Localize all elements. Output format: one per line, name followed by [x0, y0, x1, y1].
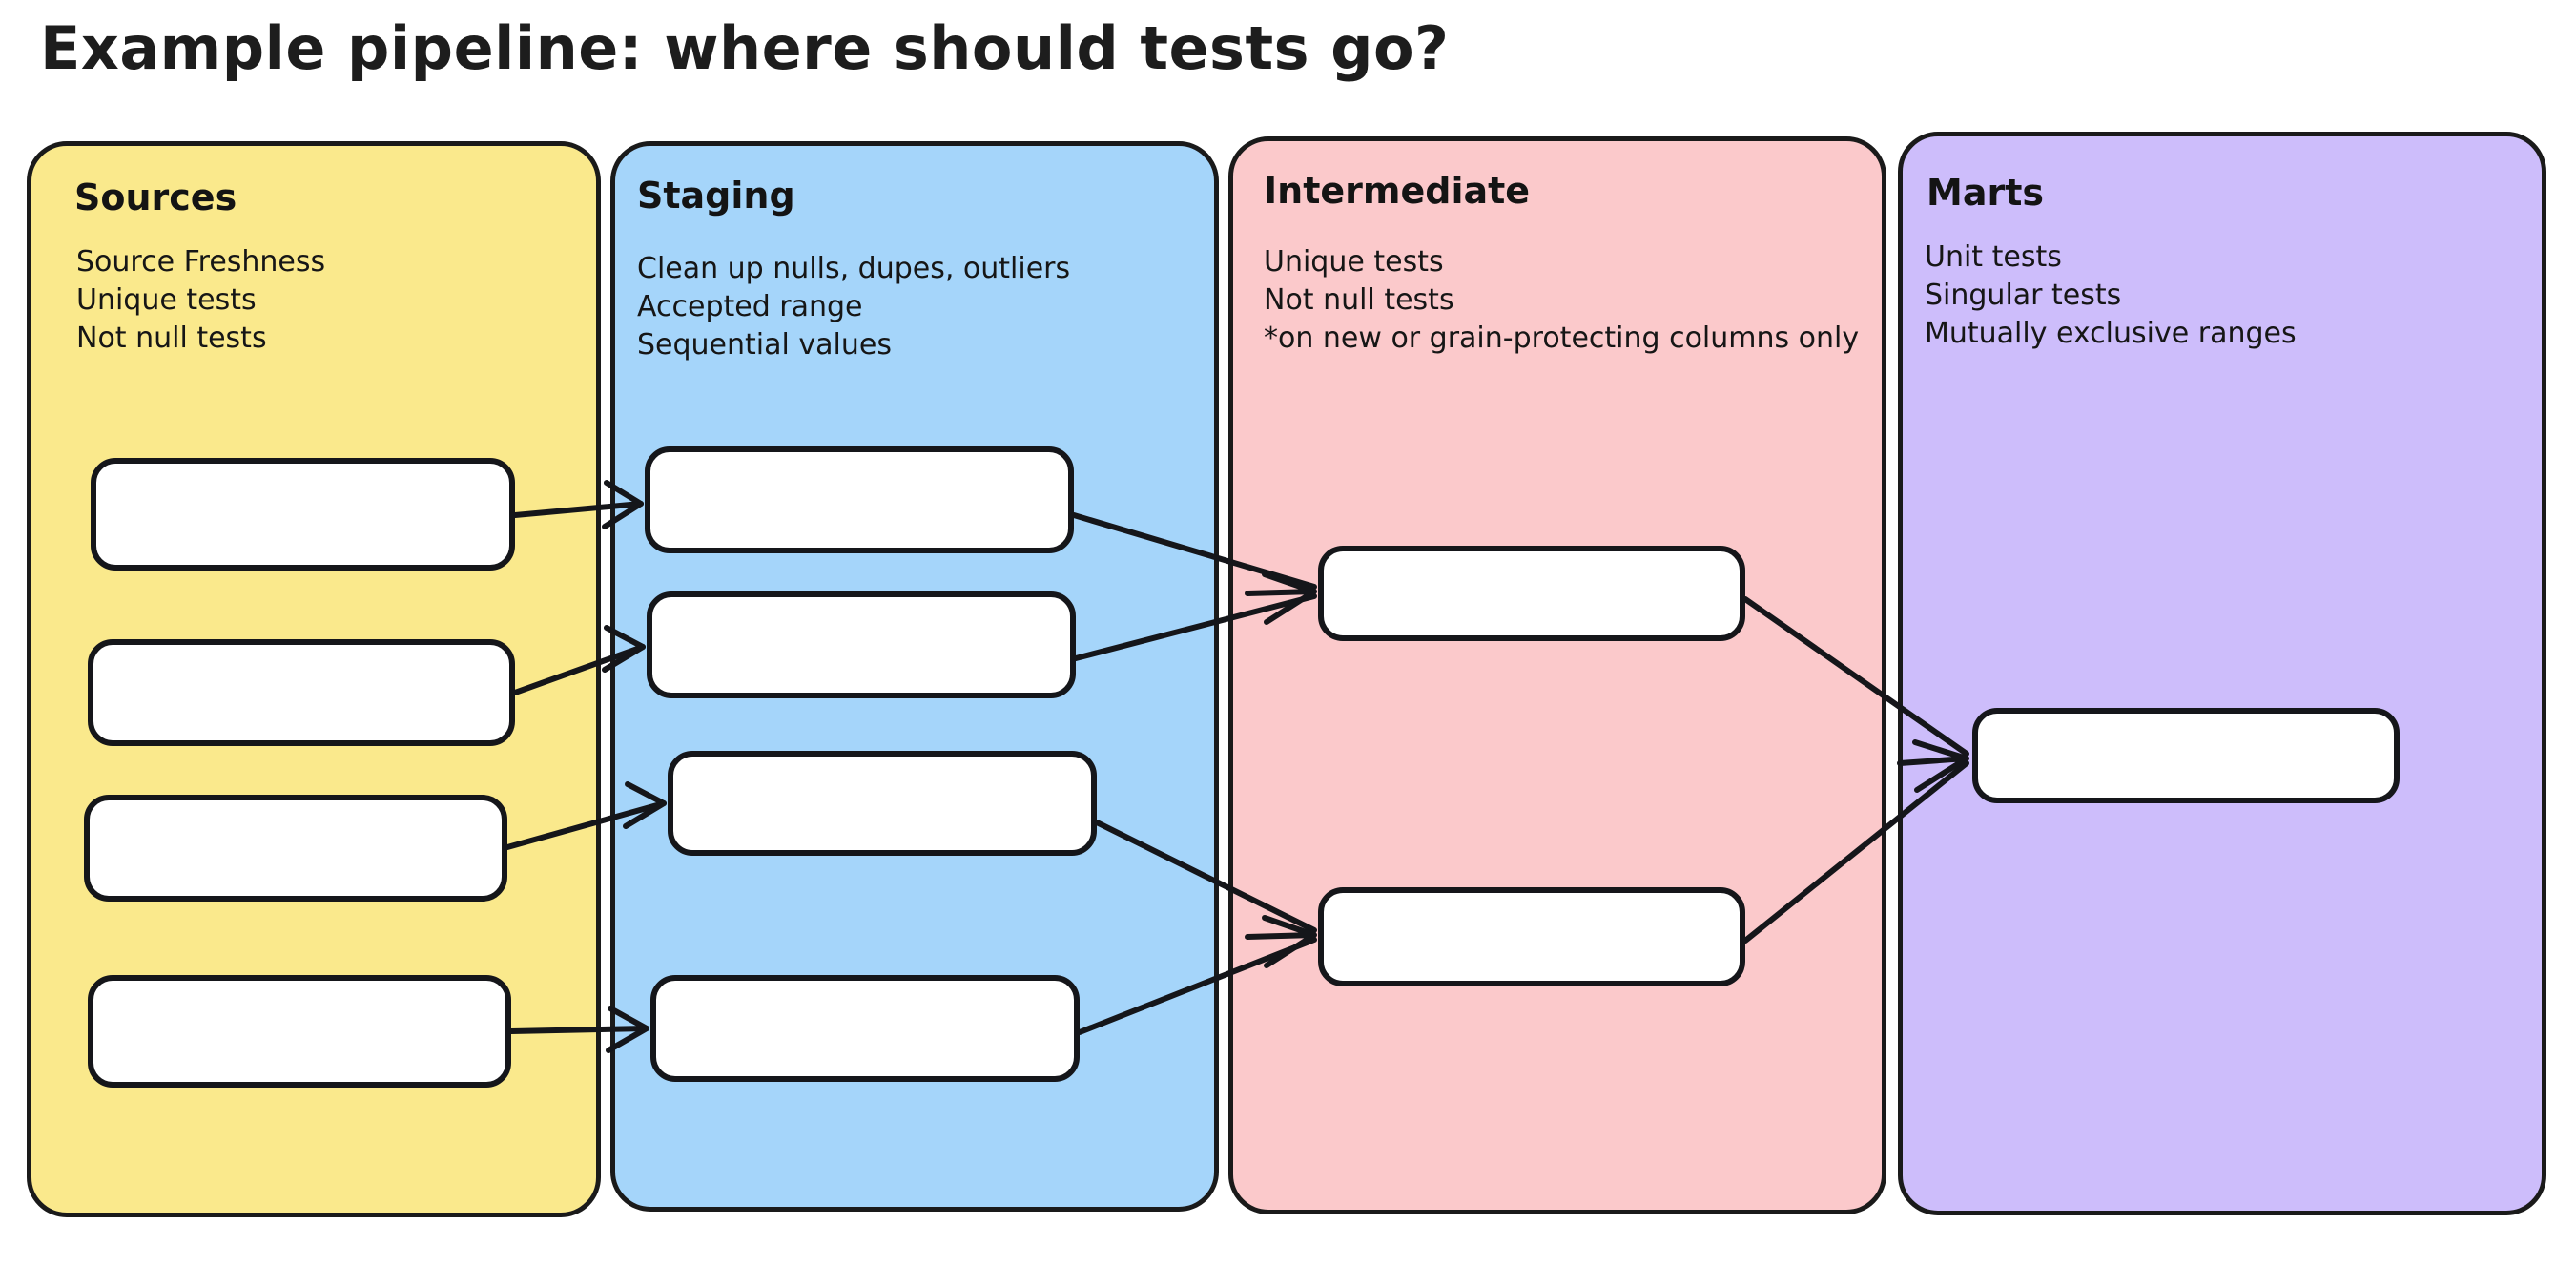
note-line: Singular tests [1925, 279, 2122, 312]
note-line: Not null tests [1264, 283, 1454, 317]
node-source-4[interactable] [88, 975, 511, 1088]
panel-title-intermediate: Intermediate [1264, 170, 1531, 212]
panel-title-sources: Sources [74, 176, 237, 218]
node-staging-1[interactable] [645, 446, 1074, 553]
node-source-3[interactable] [84, 795, 507, 902]
node-staging-2[interactable] [647, 591, 1076, 698]
panel-notes-intermediate: Unique tests Not null tests *on new or g… [1264, 243, 1859, 358]
panel-notes-marts: Unit tests Singular tests Mutually exclu… [1925, 239, 2297, 353]
note-line: Source Freshness [76, 245, 326, 279]
note-line: Unique tests [76, 283, 257, 317]
node-intermediate-1[interactable] [1318, 546, 1745, 641]
note-line: Sequential values [637, 328, 892, 362]
panel-notes-sources: Source Freshness Unique tests Not null t… [76, 243, 325, 358]
node-source-2[interactable] [88, 639, 515, 746]
node-staging-3[interactable] [668, 751, 1097, 856]
note-line: Unit tests [1925, 240, 2062, 274]
panel-marts[interactable] [1898, 132, 2546, 1215]
node-staging-4[interactable] [650, 975, 1080, 1082]
panel-title-marts: Marts [1927, 172, 2044, 214]
page-title: Example pipeline: where should tests go? [40, 13, 1450, 83]
node-source-1[interactable] [91, 458, 515, 571]
note-line: Clean up nulls, dupes, outliers [637, 252, 1071, 285]
node-mart-1[interactable] [1972, 708, 2400, 803]
note-line: *on new or grain-protecting columns only [1264, 322, 1860, 355]
note-line: Mutually exclusive ranges [1925, 317, 2297, 350]
node-intermediate-2[interactable] [1318, 887, 1745, 986]
note-line: Unique tests [1264, 245, 1444, 279]
panel-title-staging: Staging [637, 175, 795, 217]
note-line: Accepted range [637, 290, 863, 323]
panel-notes-staging: Clean up nulls, dupes, outliers Accepted… [637, 250, 1070, 364]
note-line: Not null tests [76, 322, 267, 355]
